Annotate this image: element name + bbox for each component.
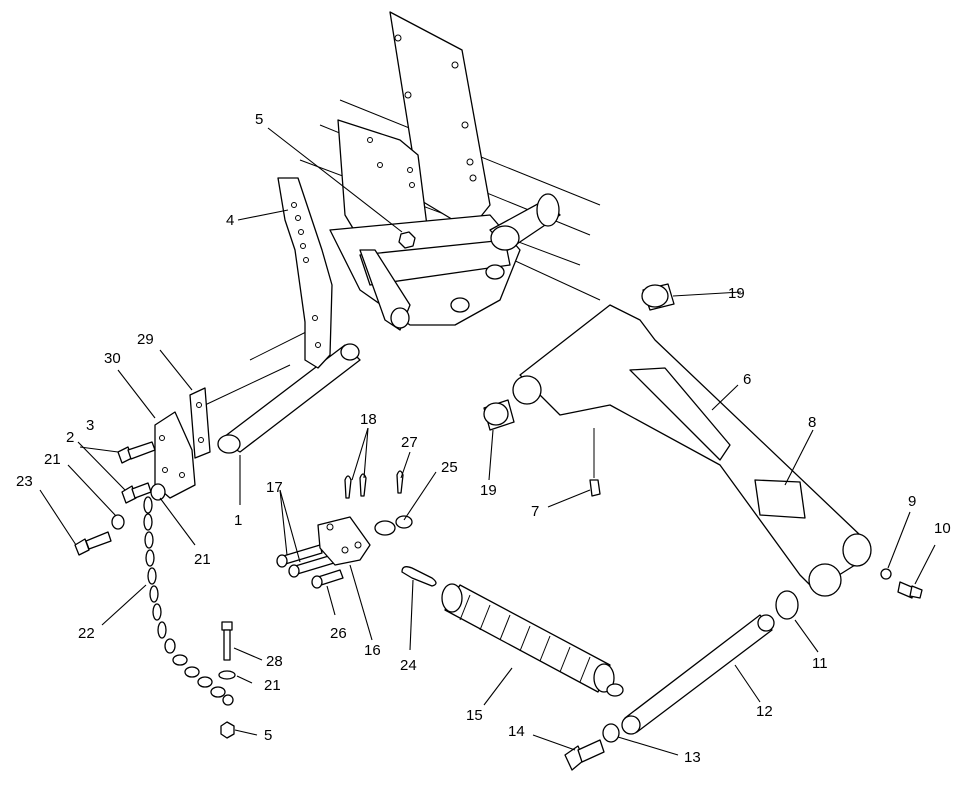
callout-15: 15 <box>466 707 483 724</box>
callout-24: 24 <box>400 657 417 674</box>
bolt-10 <box>897 581 923 599</box>
bushing-19-upper <box>641 283 675 311</box>
callout-4: 4 <box>226 212 234 229</box>
callout-6: 6 <box>743 371 751 388</box>
cotter-pins-18 <box>344 473 367 499</box>
callout-14: 14 <box>508 723 525 740</box>
bolt-2 <box>121 482 152 504</box>
adjustment-bracket <box>277 177 333 369</box>
callout-10: 10 <box>934 520 951 537</box>
washer-13 <box>602 723 620 743</box>
callout-18: 18 <box>360 411 377 428</box>
washer-11 <box>775 590 799 620</box>
lift-arm <box>512 304 872 597</box>
callout-5-upper: 5 <box>255 111 263 128</box>
callout-2: 2 <box>66 429 74 446</box>
spring <box>441 583 624 697</box>
leader-lines <box>39 127 936 756</box>
callout-7: 7 <box>531 503 539 520</box>
callout-21-mid: 21 <box>194 551 211 568</box>
chain <box>143 496 234 706</box>
lock-washer <box>880 568 892 580</box>
callout-30: 30 <box>104 350 121 367</box>
spring-hook <box>374 515 413 536</box>
callout-3: 3 <box>86 417 94 434</box>
main-frame <box>329 193 561 331</box>
grease-fitting <box>589 428 601 497</box>
pivot-shaft <box>621 614 775 735</box>
callout-29: 29 <box>137 331 154 348</box>
bushing-19-lower <box>483 399 515 431</box>
callout-12: 12 <box>756 703 773 720</box>
hex-nut-lower <box>220 721 235 739</box>
callout-25: 25 <box>441 459 458 476</box>
callout-19-upper: 19 <box>728 285 745 302</box>
clevis-pins-17 <box>276 544 335 578</box>
callout-1: 1 <box>234 512 242 529</box>
callout-16: 16 <box>364 642 381 659</box>
clevis-bracket <box>317 516 371 566</box>
callout-5-lower: 5 <box>264 727 272 744</box>
callout-23: 23 <box>16 473 33 490</box>
bolt-14 <box>564 739 605 771</box>
callout-8: 8 <box>808 414 816 431</box>
callout-11: 11 <box>812 655 828 672</box>
side-plate-29 <box>189 387 211 459</box>
decal-area <box>754 479 806 519</box>
washer-21-mid <box>150 483 166 501</box>
callout-26: 26 <box>330 625 347 642</box>
clevis-pin-26 <box>311 569 344 589</box>
s-link <box>401 566 437 587</box>
callout-28: 28 <box>266 653 283 670</box>
callout-9: 9 <box>908 493 916 510</box>
pivot-bar <box>217 343 361 454</box>
callout-22: 22 <box>78 625 95 642</box>
bolt-3 <box>117 441 156 464</box>
washer-21-left <box>111 514 125 530</box>
callout-17: 17 <box>266 479 283 496</box>
callout-13: 13 <box>684 749 701 766</box>
hex-nut-upper <box>398 231 416 249</box>
washer-21-lower <box>218 670 236 680</box>
callout-27: 27 <box>401 434 418 451</box>
callout-labels: 1 2 3 4 5 5 6 7 8 9 10 11 12 13 14 15 16… <box>16 111 951 766</box>
callout-21-left: 21 <box>44 451 61 468</box>
callout-19-lower: 19 <box>480 482 497 499</box>
bolt-23 <box>74 531 112 556</box>
callout-21-lower: 21 <box>264 677 281 694</box>
bolt-28 <box>221 621 233 661</box>
